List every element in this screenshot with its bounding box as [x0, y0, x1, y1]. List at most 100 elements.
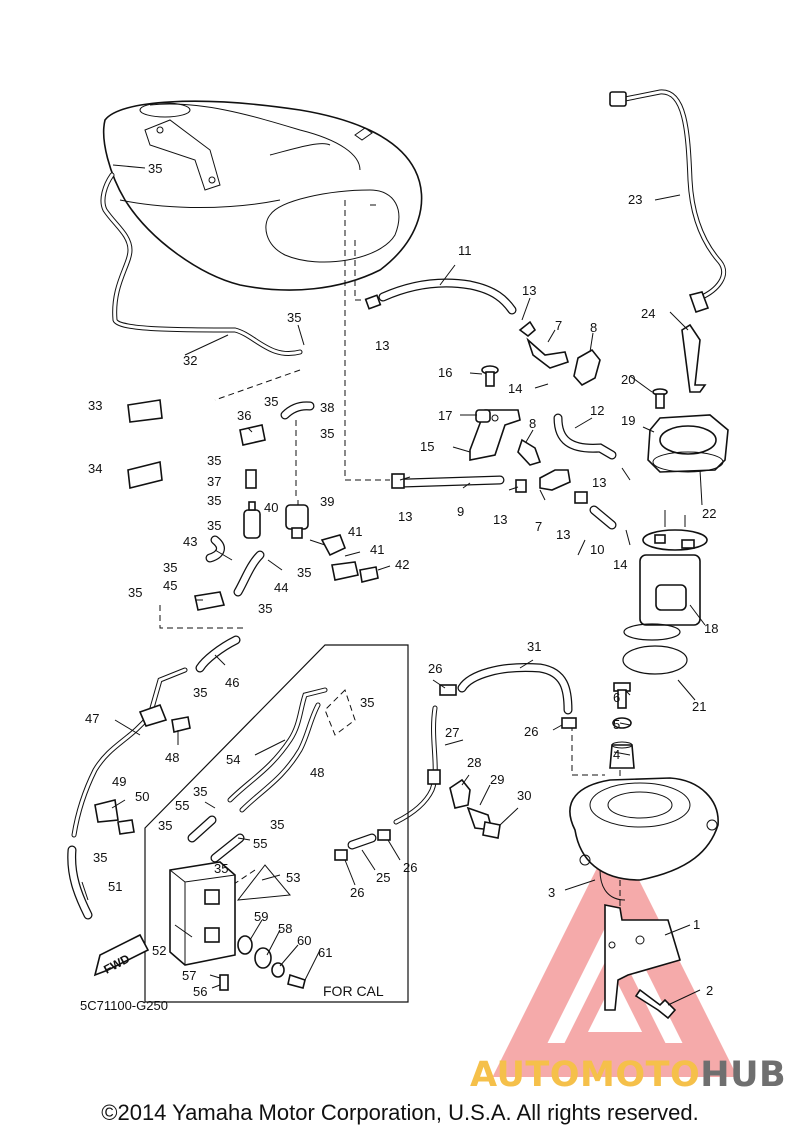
svg-text:53: 53 [286, 870, 300, 885]
hose-9 [391, 473, 527, 493]
svg-text:8: 8 [529, 416, 536, 431]
svg-text:48: 48 [310, 765, 324, 780]
hose-44 [233, 550, 265, 597]
svg-text:30: 30 [517, 788, 531, 803]
svg-text:44: 44 [274, 580, 288, 595]
svg-text:35: 35 [207, 453, 221, 468]
svg-text:13: 13 [556, 527, 570, 542]
svg-text:22: 22 [702, 506, 716, 521]
svg-text:36: 36 [237, 408, 251, 423]
bracket-53 [236, 864, 291, 901]
svg-text:35: 35 [193, 685, 207, 700]
svg-text:10: 10 [590, 542, 604, 557]
svg-text:23: 23 [628, 192, 642, 207]
svg-text:35: 35 [258, 601, 272, 616]
watermark-part-1: AUTOMOTO [470, 1055, 701, 1095]
svg-text:55: 55 [253, 836, 267, 851]
svg-text:26: 26 [403, 860, 417, 875]
gasket-21 [622, 623, 688, 675]
pipe-54 [227, 687, 328, 813]
for-cal-box [144, 644, 409, 1003]
svg-text:26: 26 [428, 661, 442, 676]
callout-labels: 35 11 13 13 7 8 16 14 17 12 8 15 20 23 2… [85, 161, 718, 999]
svg-text:13: 13 [493, 512, 507, 527]
svg-text:3: 3 [548, 885, 555, 900]
svg-text:4: 4 [613, 747, 620, 762]
svg-text:5: 5 [613, 717, 620, 732]
watermark-text: AUTOMOTOHUB [470, 1055, 786, 1095]
svg-text:60: 60 [297, 933, 311, 948]
svg-text:48: 48 [165, 750, 179, 765]
hose-31 [439, 662, 577, 729]
bolt-6 [613, 682, 631, 709]
svg-text:61: 61 [318, 945, 332, 960]
svg-text:41: 41 [348, 524, 362, 539]
svg-text:35: 35 [320, 426, 334, 441]
svg-text:20: 20 [621, 372, 635, 387]
joint-59 [237, 935, 253, 955]
pipe-27 [393, 705, 441, 825]
svg-text:38: 38 [320, 400, 334, 415]
bolt-42 [359, 566, 379, 583]
leader-lines [81, 164, 706, 1006]
clip-34 [127, 461, 163, 489]
svg-text:35: 35 [360, 695, 374, 710]
svg-text:54: 54 [226, 752, 240, 767]
bolt-50 [117, 819, 135, 835]
hose-51 [67, 845, 93, 920]
hose-12 [553, 413, 617, 460]
svg-text:24: 24 [641, 306, 655, 321]
lead-23 [609, 89, 727, 314]
canister-52 [169, 861, 236, 966]
hose-25 [334, 829, 391, 861]
ring-19 [647, 414, 729, 473]
svg-text:19: 19 [621, 413, 635, 428]
svg-text:6: 6 [613, 690, 620, 705]
svg-text:46: 46 [225, 675, 239, 690]
bolt-20 [652, 388, 668, 409]
joint-45 [194, 591, 226, 611]
svg-text:13: 13 [398, 509, 412, 524]
fuel-pump-18 [639, 510, 708, 626]
bracket-1 [604, 904, 681, 1011]
svg-text:40: 40 [264, 500, 278, 515]
svg-text:35: 35 [207, 493, 221, 508]
fuel-tank [102, 100, 423, 291]
clamp-41 [320, 534, 359, 581]
svg-text:13: 13 [375, 338, 389, 353]
svg-text:16: 16 [438, 365, 452, 380]
fuel-joint-7 [518, 320, 571, 491]
washer-60 [271, 962, 285, 978]
bracket-49 [94, 799, 119, 823]
svg-text:55: 55 [175, 798, 189, 813]
hose-46 [195, 635, 241, 673]
svg-text:15: 15 [420, 439, 434, 454]
joint-36 [239, 424, 266, 446]
svg-text:35: 35 [93, 850, 107, 865]
svg-text:18: 18 [704, 621, 718, 636]
svg-text:35: 35 [148, 161, 162, 176]
hose-11 [364, 278, 517, 315]
svg-text:26: 26 [524, 724, 538, 739]
svg-text:45: 45 [163, 578, 177, 593]
svg-text:13: 13 [522, 283, 536, 298]
svg-text:35: 35 [158, 818, 172, 833]
clamp-48 [138, 703, 191, 733]
tube-56 [219, 974, 229, 991]
hose-37 [245, 469, 257, 489]
svg-text:43: 43 [183, 534, 197, 549]
svg-text:35: 35 [297, 565, 311, 580]
nut-17 [475, 409, 491, 423]
svg-text:1: 1 [693, 917, 700, 932]
grommet-58 [254, 947, 272, 969]
svg-text:32: 32 [183, 353, 197, 368]
drawing-code: 5C71100-G250 [80, 998, 168, 1013]
svg-text:37: 37 [207, 474, 221, 489]
svg-text:35: 35 [287, 310, 301, 325]
svg-text:35: 35 [207, 518, 221, 533]
grommet-28 [449, 778, 471, 809]
svg-text:17: 17 [438, 408, 452, 423]
svg-text:14: 14 [508, 381, 522, 396]
svg-text:49: 49 [112, 774, 126, 789]
